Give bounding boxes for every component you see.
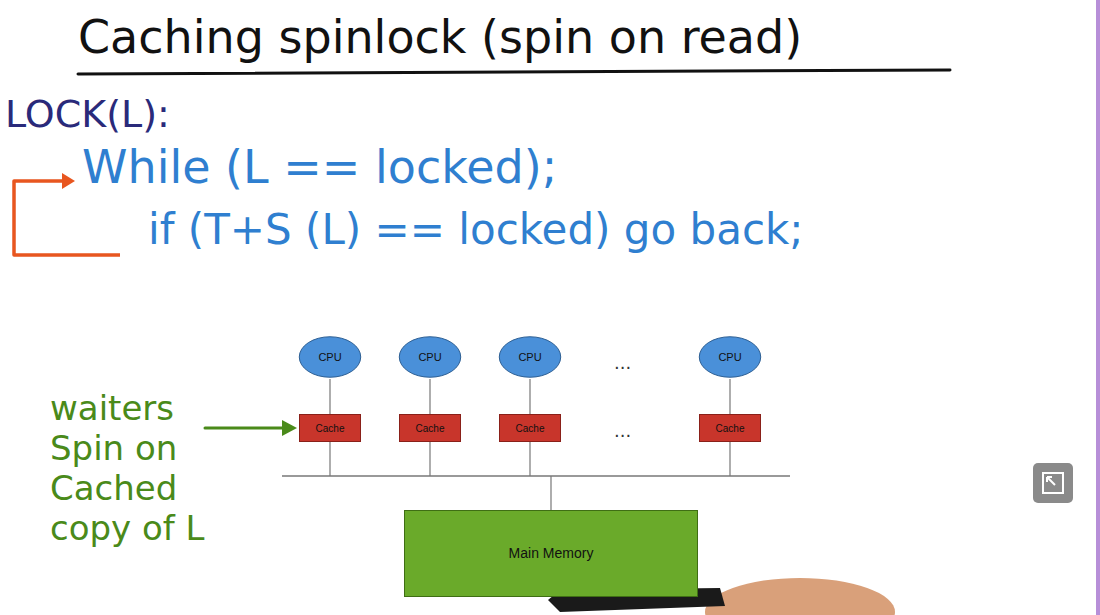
annotation: waiters Spin on Cached copy of L xyxy=(50,388,250,548)
title-underline xyxy=(78,70,950,74)
cache-box: Cache xyxy=(499,414,561,442)
hand xyxy=(705,578,895,615)
cache-box: Cache xyxy=(399,414,461,442)
cpu-cache-link xyxy=(729,379,730,414)
node-text: Cache xyxy=(716,423,745,434)
cpu-ellipse xyxy=(699,337,760,377)
procedure-name: LOCK(L): xyxy=(5,92,170,136)
cpu-ellipse xyxy=(399,337,460,377)
cpu-node: CPU xyxy=(298,335,362,379)
cpu-cache-link xyxy=(429,379,430,414)
bus-line xyxy=(282,475,790,477)
node-text: Cache xyxy=(416,423,445,434)
bus-tap xyxy=(429,442,430,476)
node-text: CPU xyxy=(418,351,441,363)
bus-tap xyxy=(329,442,330,476)
node-text: Cache xyxy=(516,423,545,434)
node-text: CPU xyxy=(318,351,341,363)
bus-tap xyxy=(550,476,551,510)
ellipsis: ... xyxy=(614,420,631,441)
cpu-ellipse xyxy=(499,337,560,377)
edge-bar xyxy=(1096,0,1100,615)
ellipsis: ... xyxy=(614,352,631,373)
cpu-node: CPU xyxy=(698,335,762,379)
loop-arrowhead xyxy=(62,173,75,189)
cpu-cache-link xyxy=(529,379,530,414)
bus-tap xyxy=(729,442,730,476)
memory-box: Main Memory xyxy=(404,510,698,597)
node-text: Main Memory xyxy=(509,545,594,561)
code-line: if (T+S (L) == locked) go back; xyxy=(148,205,804,254)
cpu-cache-link xyxy=(329,379,330,414)
node-text: CPU xyxy=(718,351,741,363)
cache-box: Cache xyxy=(699,414,761,442)
cpu-node: CPU xyxy=(498,335,562,379)
title: Caching spinlock (spin on read) xyxy=(78,10,802,64)
callout-arrowhead xyxy=(282,420,297,436)
node-text: CPU xyxy=(518,351,541,363)
cpu-ellipse xyxy=(299,337,360,377)
code-line: While (L == locked); xyxy=(82,140,557,194)
ui-button xyxy=(1033,463,1073,503)
callout-arrow xyxy=(205,427,286,430)
bus-tap xyxy=(529,442,530,476)
ui-icon xyxy=(1043,473,1063,493)
cpu-node: CPU xyxy=(398,335,462,379)
cache-box: Cache xyxy=(299,414,361,442)
node-text: Cache xyxy=(316,423,345,434)
